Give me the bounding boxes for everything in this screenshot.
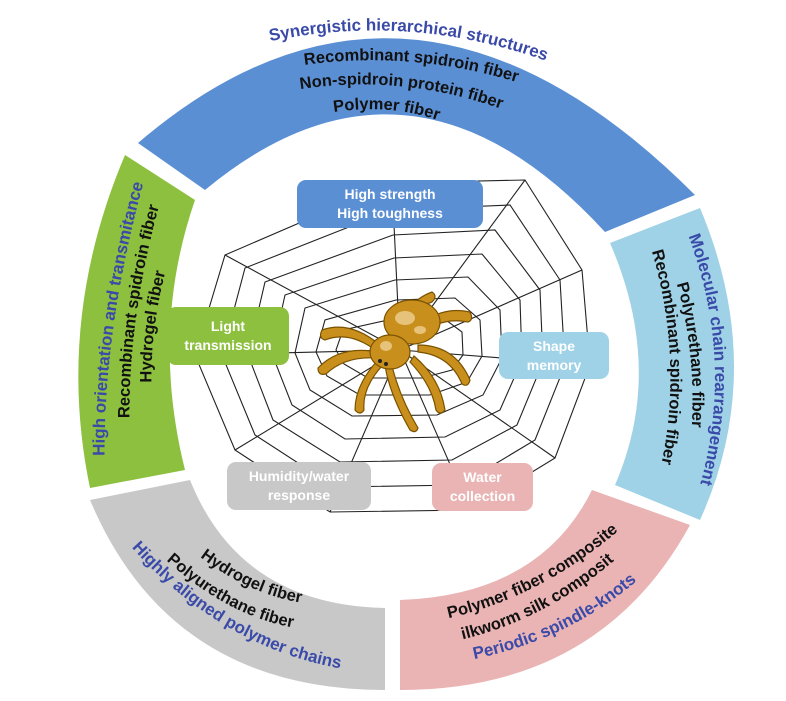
outer-ring — [78, 38, 734, 690]
property-box-humidity-line-2: response — [267, 487, 331, 503]
property-box-shape-line-1: Shape — [532, 337, 575, 354]
property-box-light-line-2: transmission — [184, 337, 272, 353]
property-box-light-transmission: Light transmission — [167, 307, 289, 365]
property-box-humidity-response: Humidity/water response — [227, 462, 371, 510]
property-box-light-line-1: Light — [210, 318, 246, 334]
property-box-shape-memory: Shape memory — [499, 332, 609, 379]
property-box-water-line-1: Water — [463, 469, 502, 485]
ring-segment-bottom-left — [90, 480, 385, 690]
property-box-water-collection: Water collection — [432, 463, 533, 511]
property-box-water-line-2: collection — [449, 488, 516, 504]
property-box-humidity-line-1: Humidity/water — [248, 468, 350, 484]
ring-segment-bottom-right — [400, 490, 690, 690]
ring-segment-left — [78, 155, 195, 488]
ring-segment-top — [138, 38, 695, 232]
property-box-strength: High strength High toughness — [297, 180, 483, 228]
property-box-shape-line-2: memory — [526, 356, 582, 373]
property-box-strength-line-2: High toughness — [337, 205, 443, 221]
property-box-strength-line-1: High strength — [344, 186, 436, 202]
ring-segment-right — [610, 208, 734, 520]
spider-icon — [317, 291, 473, 433]
